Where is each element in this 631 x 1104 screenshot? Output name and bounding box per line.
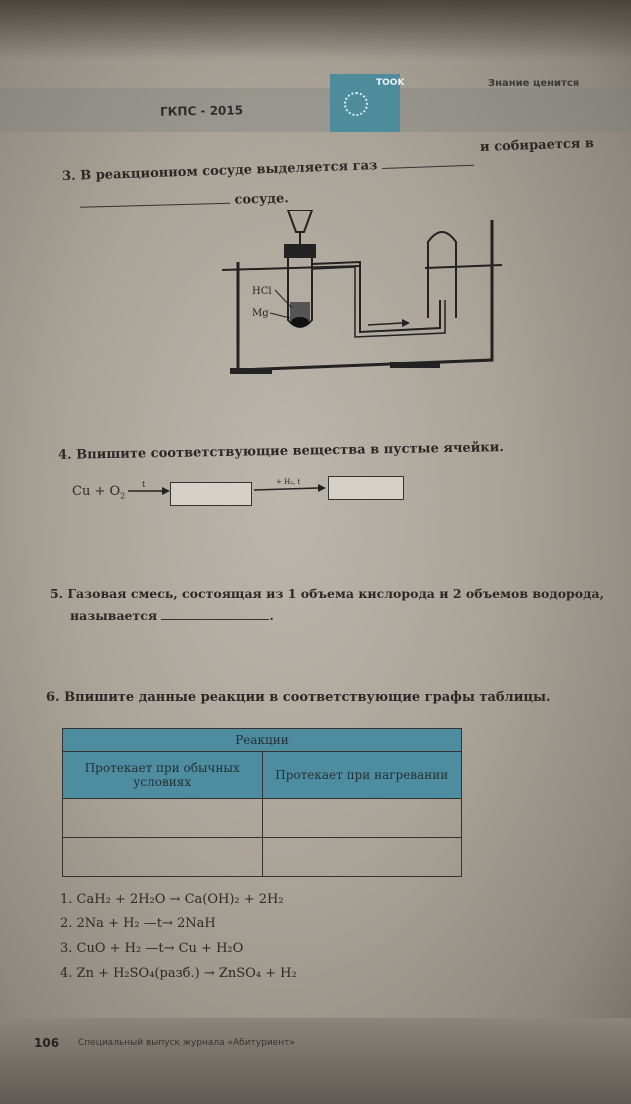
q4-reactant-sub: 2 bbox=[120, 491, 126, 501]
col-header-normal: Протекает при обычных условиях bbox=[62, 751, 263, 799]
q3-blank-vessel[interactable] bbox=[80, 202, 231, 208]
reaction-item: 4. Zn + H₂SO₄(разб.) → ZnSO₄ + H₂ bbox=[60, 966, 297, 981]
reaction-item: 2. 2Na + H₂ —t→ 2NaH bbox=[60, 916, 216, 931]
q4-arrow-2: + H₂, t bbox=[254, 478, 326, 492]
q4-text: Впишите соответствующие вещества в пусты… bbox=[76, 440, 505, 463]
q4-line: 4. Впишите соответствующие вещества в пу… bbox=[58, 440, 504, 463]
water-trough bbox=[236, 220, 494, 372]
reaction-item: 1. CaH₂ + 2H₂O → Ca(OH)₂ + 2H₂ bbox=[60, 892, 284, 907]
brand-tag: TOOK bbox=[376, 78, 405, 88]
water-level-right bbox=[424, 264, 503, 269]
flow-arrow bbox=[367, 322, 403, 326]
brand-logo: TOOK bbox=[330, 74, 404, 132]
q5-line1: 5. Газовая смесь, состоящая из 1 объема … bbox=[50, 586, 604, 601]
q4-arrow-1: t bbox=[128, 480, 170, 495]
q5-end: . bbox=[269, 608, 274, 623]
col-header-heating: Протекает при нагревании bbox=[261, 751, 462, 799]
trough-foot-right bbox=[390, 362, 440, 368]
table-title: Реакции bbox=[62, 728, 462, 752]
dropping-funnel bbox=[286, 210, 314, 233]
table-cell-normal-1[interactable] bbox=[62, 798, 263, 838]
table-cell-normal-2[interactable] bbox=[62, 837, 263, 877]
gas-outlet-tube bbox=[311, 260, 441, 334]
journal-name: Специальный выпуск журнала «Абитуриент» bbox=[78, 1038, 295, 1048]
label-mg: Mg bbox=[252, 308, 269, 319]
stopper bbox=[284, 244, 316, 258]
q3-text-b: и собирается в bbox=[479, 136, 595, 155]
series-title: ГКПС - 2015 bbox=[159, 103, 244, 119]
motto: Знание ценится bbox=[488, 78, 580, 89]
q6-number: 6. bbox=[46, 690, 60, 705]
pointer-mg bbox=[269, 312, 291, 319]
table-cell-heating-1[interactable] bbox=[261, 798, 462, 838]
q5-blank[interactable] bbox=[161, 619, 270, 620]
q4-answer-box-1[interactable] bbox=[170, 482, 252, 506]
star-icon bbox=[344, 92, 368, 116]
q3-blank-gas[interactable] bbox=[381, 164, 474, 170]
q5-text-b: называется bbox=[70, 608, 158, 623]
q5-line2: называется . bbox=[70, 608, 274, 623]
q4-arrow-2-label: + H₂, t bbox=[276, 478, 300, 486]
q3-text-a: В реакционном сосуде выделяется газ bbox=[79, 158, 378, 184]
q4-answer-box-2[interactable] bbox=[328, 476, 404, 500]
table-cell-heating-2[interactable] bbox=[261, 837, 462, 877]
q5-text-a: Газовая смесь, состоящая из 1 объема кис… bbox=[67, 586, 604, 601]
q6-line: 6. Впишите данные реакции в соответствую… bbox=[46, 690, 551, 705]
reactions-table: Реакции Протекает при обычных условиях П… bbox=[62, 728, 462, 877]
q3-line1: 3. В реакционном сосуде выделяется газ bbox=[62, 155, 474, 184]
gas-outlet-tube-inner bbox=[311, 266, 446, 338]
q4-number: 4. bbox=[57, 447, 72, 463]
q5-number: 5. bbox=[50, 586, 64, 601]
reaction-item: 3. CuO + H₂ —t→ Cu + H₂O bbox=[60, 941, 244, 956]
page-footer: 106 Специальный выпуск журнала «Абитурие… bbox=[0, 1018, 631, 1104]
top-shadow bbox=[0, 0, 631, 60]
label-hcl: HCl bbox=[252, 286, 272, 297]
q3-line2: сосуде. bbox=[80, 191, 289, 211]
flow-arrowhead bbox=[402, 319, 410, 327]
q3-number: 3. bbox=[61, 168, 76, 185]
page-number: 106 bbox=[34, 1036, 60, 1050]
q4-reactant-text: Cu + O bbox=[72, 484, 121, 499]
q3-text-c: сосуде. bbox=[234, 191, 289, 208]
trough-foot-left bbox=[230, 368, 272, 374]
apparatus-diagram: HCl Mg bbox=[221, 210, 503, 374]
header-band bbox=[0, 88, 631, 132]
water-level-left bbox=[221, 265, 361, 271]
pointer-hcl bbox=[274, 289, 293, 309]
q6-text: Впишите данные реакции в соответствующие… bbox=[64, 690, 551, 705]
collection-tube bbox=[427, 231, 457, 318]
q4-reactant: Cu + O2 bbox=[72, 484, 125, 501]
q4-arrow-1-label: t bbox=[142, 480, 146, 489]
magnesium bbox=[291, 317, 309, 327]
